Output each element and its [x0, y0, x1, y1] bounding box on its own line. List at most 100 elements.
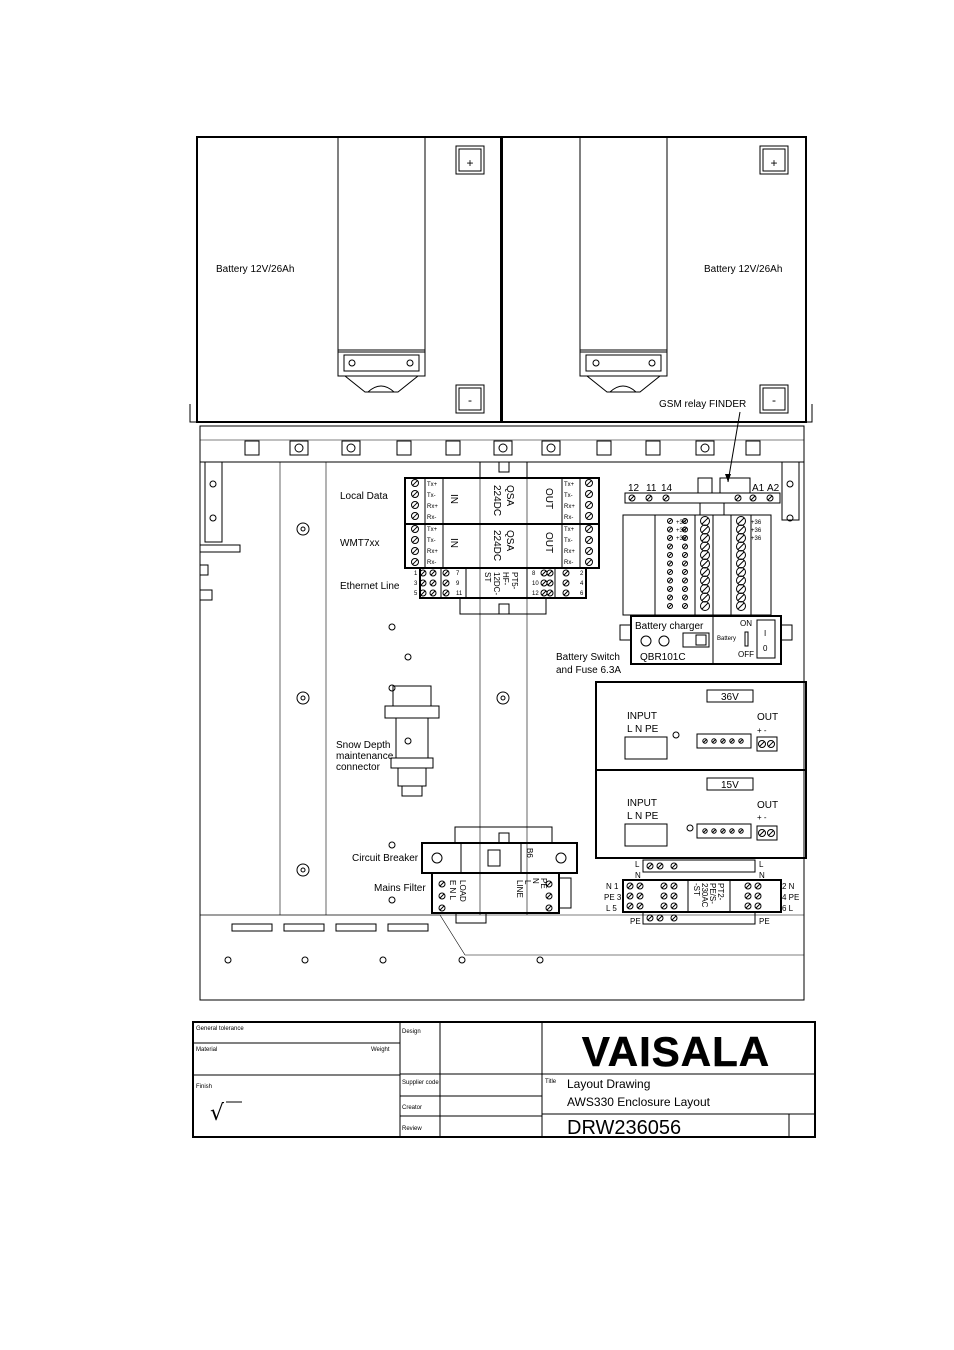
- finish-symbol-icon: √: [210, 1101, 225, 1126]
- vaisala-logo: VAISALA: [582, 1028, 770, 1075]
- screw-slot: [647, 863, 653, 869]
- screw-icon: [585, 512, 593, 520]
- screw-slot: [701, 525, 709, 534]
- screw-slot: [767, 495, 773, 501]
- battery-switch-label-2: and Fuse 6.3A: [556, 665, 621, 676]
- screw-icon: [546, 589, 554, 597]
- charger-off-label: OFF: [738, 650, 754, 659]
- screw-slot: [682, 552, 688, 558]
- screw-icon: [660, 892, 668, 900]
- screw-slot: [701, 593, 709, 602]
- pt2-pe-label: PE: [759, 917, 770, 926]
- filter-n-label: N: [531, 878, 540, 884]
- qsa-in-label: IN: [448, 538, 459, 548]
- screw-slot: [682, 603, 688, 609]
- screw-icon: [429, 579, 437, 587]
- screw-icon: [626, 892, 634, 900]
- screw-slot: [563, 580, 569, 586]
- charger-title: Battery charger: [635, 621, 704, 632]
- screw-icon: [670, 892, 678, 900]
- screw-slot: [547, 580, 553, 586]
- screw-icon: [734, 494, 742, 502]
- screw-slot: [682, 595, 688, 600]
- mounting-plate: [199, 461, 805, 1001]
- screw-slot: [586, 480, 592, 486]
- general-tolerance-label: General tolerance: [196, 1026, 244, 1032]
- screw-slot: [663, 495, 669, 501]
- battery-switch[interactable]: [756, 619, 776, 659]
- plus-icon: +: [466, 156, 473, 170]
- screw-icon: [670, 902, 678, 910]
- qsa-model-label: 224DC: [491, 485, 502, 516]
- screw-icon: [660, 902, 668, 910]
- screw-slot: [541, 590, 547, 596]
- battery-switch-label: Battery Switch: [556, 652, 620, 663]
- screw-icon: [646, 914, 654, 922]
- pt2-n-label: N: [635, 871, 641, 880]
- pin-4-label: 4: [580, 581, 584, 587]
- battery-charger: Battery charger QBR101C ON OFF Battery I…: [619, 615, 793, 665]
- screw-icon: [758, 829, 766, 837]
- screw-slot: [701, 568, 709, 576]
- screw-icon: [667, 577, 673, 584]
- screw-icon: [419, 579, 427, 587]
- screw-slot: [671, 903, 677, 909]
- screw-slot: [737, 517, 745, 525]
- pt2-name-label-4: -ST: [692, 883, 701, 896]
- screw-slot: [667, 595, 673, 600]
- screw-icon: [682, 577, 688, 584]
- psu-pm-label: + -: [757, 813, 767, 822]
- psu-36v: 36V INPUT L N PE OUT + -: [595, 681, 807, 771]
- screw-slot: [563, 590, 569, 596]
- screw-slot: [586, 502, 592, 508]
- creator-label: Creator: [402, 1105, 422, 1111]
- screw-icon: [711, 738, 717, 744]
- screw-slot: [637, 903, 643, 909]
- screw-icon: [667, 586, 673, 592]
- screw-slot: [627, 903, 633, 909]
- pin-10-label: 10: [532, 581, 539, 587]
- screw-slot: [671, 915, 677, 921]
- screw-slot: [755, 893, 761, 899]
- screw-slot: [586, 491, 592, 497]
- charger-model: QBR101C: [640, 652, 686, 663]
- rx-plus-label: Rx+: [427, 549, 438, 555]
- circuit-breaker-label: Circuit Breaker: [352, 853, 419, 864]
- qsa-local-data: Tx+ Tx- Rx+ Rx- Tx+ Tx- Rx+ Rx- IN QSA 2…: [404, 477, 600, 525]
- screw-slot: [703, 829, 707, 833]
- rx-plus-label: Rx+: [564, 504, 575, 510]
- psu-15v: 15V INPUT L N PE OUT + -: [595, 769, 807, 859]
- screw-slot: [682, 527, 688, 532]
- screw-icon: [667, 560, 673, 567]
- screw-slot: [671, 893, 677, 899]
- screw-slot: [682, 569, 688, 575]
- design-label: Design: [402, 1029, 421, 1035]
- snow-depth-label-3: connector: [336, 762, 381, 773]
- qsa-name-label: QSA: [504, 530, 515, 551]
- screw-icon: [682, 560, 688, 567]
- pin-9-label: 9: [456, 581, 460, 587]
- screw-icon: [758, 740, 766, 748]
- terminal-mark: +36: [676, 520, 687, 526]
- screw-slot: [667, 518, 673, 524]
- rx-minus-label: Rx-: [427, 515, 436, 521]
- battery-right: + - Battery 12V/26Ah: [501, 136, 807, 423]
- pt2-name-label-2: PE/S-: [708, 883, 717, 904]
- switch-o-label: 0: [763, 644, 768, 653]
- screw-slot: [443, 580, 449, 586]
- charger-on-label: ON: [740, 619, 752, 628]
- screw-slot: [730, 739, 734, 743]
- screw-slot: [586, 526, 592, 532]
- terminal-mark: +36: [751, 528, 762, 534]
- finish-label: Finish: [196, 1084, 212, 1090]
- screw-icon: [682, 594, 688, 601]
- screw-slot: [667, 578, 673, 583]
- circuit-breaker: B6: [421, 842, 578, 874]
- switch-i-label: I: [764, 629, 766, 638]
- pt2-right-mark: 4 PE: [782, 893, 799, 902]
- screw-slot: [667, 586, 673, 592]
- screw-icon: [626, 902, 634, 910]
- local-data-label: Local Data: [340, 491, 388, 502]
- rx-minus-label: Rx-: [564, 560, 573, 566]
